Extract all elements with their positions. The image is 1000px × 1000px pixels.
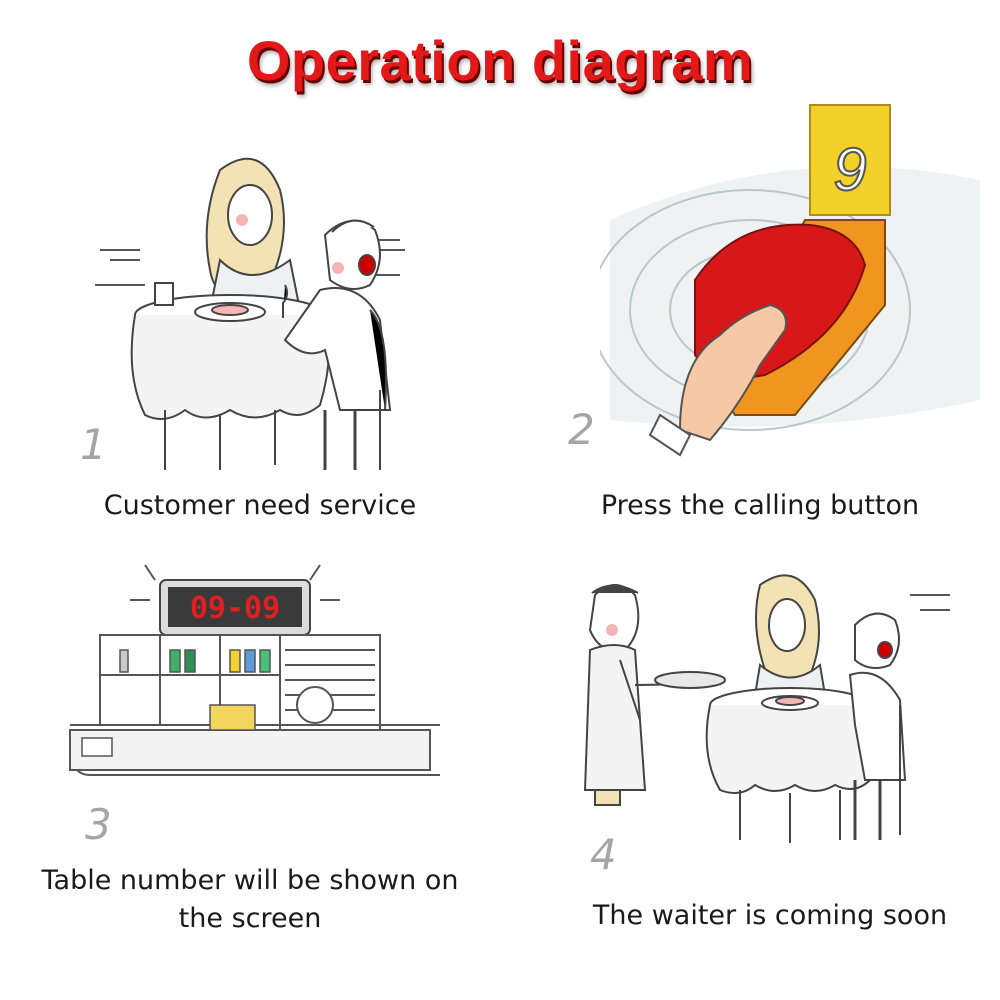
step-caption: Customer need service bbox=[103, 490, 417, 521]
step-number: 3 bbox=[85, 800, 112, 849]
step-number: 2 bbox=[568, 405, 595, 454]
table-card-number: 9 bbox=[833, 136, 866, 203]
step-1-panel: 1 Customer need service bbox=[0, 130, 500, 530]
page-title: Operation diagram bbox=[246, 29, 754, 92]
step-caption-line-2: the screen bbox=[178, 903, 322, 934]
step-caption: Press the calling button bbox=[600, 490, 920, 521]
step-4-panel: 4 The waiter is coming soon bbox=[500, 555, 1000, 945]
step-caption: The waiter is coming soon bbox=[592, 900, 948, 931]
led-display-text: 09-09 bbox=[190, 591, 280, 626]
led-display: 09-09 bbox=[159, 579, 311, 636]
couple-at-table-illustration bbox=[70, 140, 430, 470]
step-number: 1 bbox=[80, 420, 107, 469]
counter-with-led-display-illustration: 09-09 bbox=[60, 555, 450, 805]
step-caption-line-1: Table number will be shown on bbox=[41, 865, 459, 896]
step-number: 4 bbox=[590, 830, 617, 879]
step-2-panel: 9 2 Press the calling button bbox=[500, 100, 1000, 530]
finger-pressing-call-button-illustration: 9 bbox=[600, 100, 980, 460]
waiter-serving-couple-illustration bbox=[580, 555, 970, 845]
step-3-panel: 09-09 bbox=[0, 555, 500, 945]
